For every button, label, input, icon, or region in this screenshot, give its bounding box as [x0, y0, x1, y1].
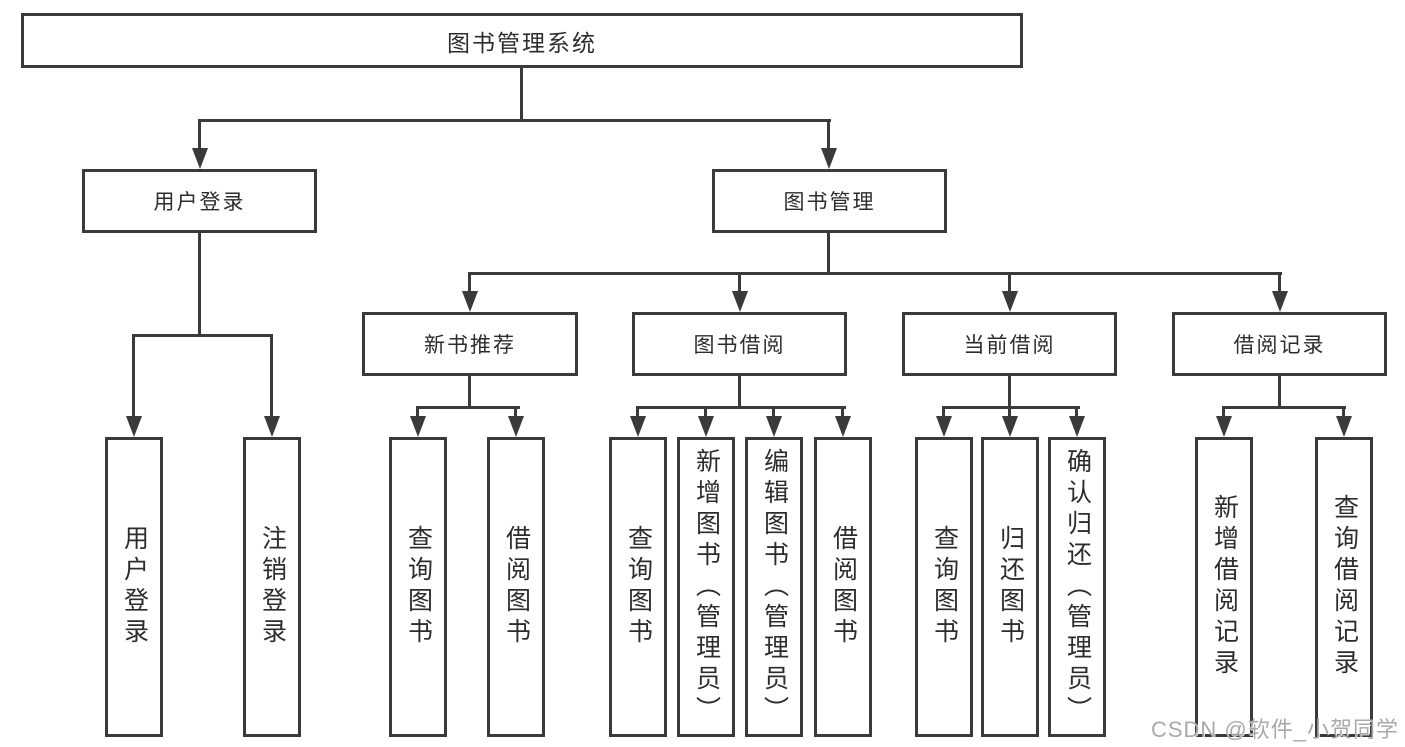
leaf-query-books-2: 查询图书	[609, 437, 667, 737]
connector-level2-rail	[198, 119, 831, 122]
node-user-login: 用户登录	[82, 169, 317, 233]
arrow-down-icon	[630, 416, 646, 437]
arrow-down-icon	[1272, 291, 1288, 312]
node-label: 借阅图书	[829, 525, 858, 649]
node-label: 归还图书	[996, 525, 1025, 649]
connector-current-borrow-stem	[1008, 376, 1011, 409]
csdn-watermark: CSDN @软件_小贺同学	[1150, 717, 1399, 742]
connector-drop	[1075, 406, 1078, 422]
arrow-down-icon	[1002, 291, 1018, 312]
arrow-down-icon	[508, 416, 524, 437]
leaf-user-login: 用户登录	[105, 437, 163, 737]
connector-borrow-records-rail	[1222, 406, 1346, 409]
connector-drop	[1008, 272, 1011, 296]
arrow-down-icon	[835, 416, 851, 437]
arrow-down-icon	[1336, 416, 1352, 437]
leaf-query-books-1: 查询图书	[389, 437, 447, 737]
leaf-confirm-return-admin: 确认归还（管理员）	[1048, 437, 1106, 737]
arrow-down-icon	[192, 148, 208, 169]
connector-drop	[514, 406, 517, 422]
node-label: 查询图书	[930, 525, 959, 649]
connector-drop	[772, 406, 775, 422]
arrow-down-icon	[1069, 416, 1085, 437]
connector-user-login-rail	[132, 334, 273, 337]
leaf-logout: 注销登录	[243, 437, 301, 737]
arrow-down-icon	[821, 148, 837, 169]
node-book-management: 图书管理	[712, 169, 947, 233]
connector-drop	[942, 406, 945, 422]
connector-book-borrow-rail	[636, 406, 846, 409]
node-new-book-recommend: 新书推荐	[362, 312, 578, 376]
connector-drop	[416, 406, 419, 422]
node-label: 新增图书（管理员）	[692, 447, 721, 727]
leaf-edit-books-admin: 编辑图书（管理员）	[745, 437, 803, 737]
arrow-down-icon	[264, 416, 280, 437]
node-label: 查询图书	[624, 525, 653, 649]
leaf-borrow-books-1: 借阅图书	[487, 437, 545, 737]
arrow-down-icon	[462, 291, 478, 312]
node-label: 用户登录	[120, 525, 149, 649]
node-label: 用户登录	[153, 191, 246, 214]
connector-drop	[704, 406, 707, 422]
leaf-query-books-3: 查询图书	[915, 437, 973, 737]
node-label: 图书管理	[783, 191, 876, 214]
arrow-down-icon	[766, 416, 782, 437]
node-borrow-records: 借阅记录	[1172, 312, 1387, 376]
connector-drop	[636, 406, 639, 422]
arrow-down-icon	[1002, 416, 1018, 437]
node-library-management-system: 图书管理系统	[21, 13, 1023, 68]
node-current-borrow: 当前借阅	[902, 312, 1117, 376]
node-label: 查询借阅记录	[1330, 494, 1359, 680]
connector-new-book-rail	[416, 406, 520, 409]
connector-book-mgmt-drop	[827, 119, 830, 153]
node-label: 图书借阅	[693, 334, 786, 357]
connector-drop	[1008, 406, 1011, 422]
connector-drop	[132, 334, 135, 422]
connector-level3-rail	[468, 272, 1282, 275]
connector-drop	[738, 272, 741, 296]
leaf-return-books: 归还图书	[981, 437, 1039, 737]
node-label: 借阅记录	[1233, 334, 1326, 357]
connector-book-mgmt-stem	[827, 233, 830, 275]
node-label: 新增借阅记录	[1210, 494, 1239, 680]
connector-drop	[270, 334, 273, 422]
connector-borrow-records-stem	[1278, 376, 1281, 409]
connector-drop	[1222, 406, 1225, 422]
arrow-down-icon	[126, 416, 142, 437]
leaf-borrow-books-2: 借阅图书	[814, 437, 872, 737]
connector-user-login-stem	[198, 233, 201, 337]
arrow-down-icon	[410, 416, 426, 437]
leaf-add-borrow-record: 新增借阅记录	[1195, 437, 1253, 737]
leaf-query-borrow-record: 查询借阅记录	[1315, 437, 1373, 737]
arrow-down-icon	[1216, 416, 1232, 437]
connector-drop	[1342, 406, 1345, 422]
node-label: 编辑图书（管理员）	[760, 447, 789, 727]
node-label: 确认归还（管理员）	[1063, 447, 1092, 727]
arrow-down-icon	[732, 291, 748, 312]
node-label: 新书推荐	[424, 334, 516, 357]
arrow-down-icon	[698, 416, 714, 437]
node-label: 查询图书	[404, 525, 433, 649]
node-label: 注销登录	[258, 525, 287, 649]
arrow-down-icon	[936, 416, 952, 437]
leaf-add-books-admin: 新增图书（管理员）	[677, 437, 735, 737]
connector-drop	[468, 272, 471, 296]
node-book-borrow: 图书借阅	[632, 312, 847, 376]
node-label: 借阅图书	[502, 525, 531, 649]
connector-root-stem	[520, 68, 523, 122]
node-label: 图书管理系统	[447, 29, 597, 56]
connector-book-borrow-stem	[738, 376, 741, 409]
connector-drop	[841, 406, 844, 422]
node-label: 当前借阅	[963, 334, 1056, 357]
connector-user-login-drop	[198, 119, 201, 153]
connector-current-borrow-rail	[942, 406, 1080, 409]
connector-new-book-stem	[468, 376, 471, 409]
connector-drop	[1278, 272, 1281, 296]
